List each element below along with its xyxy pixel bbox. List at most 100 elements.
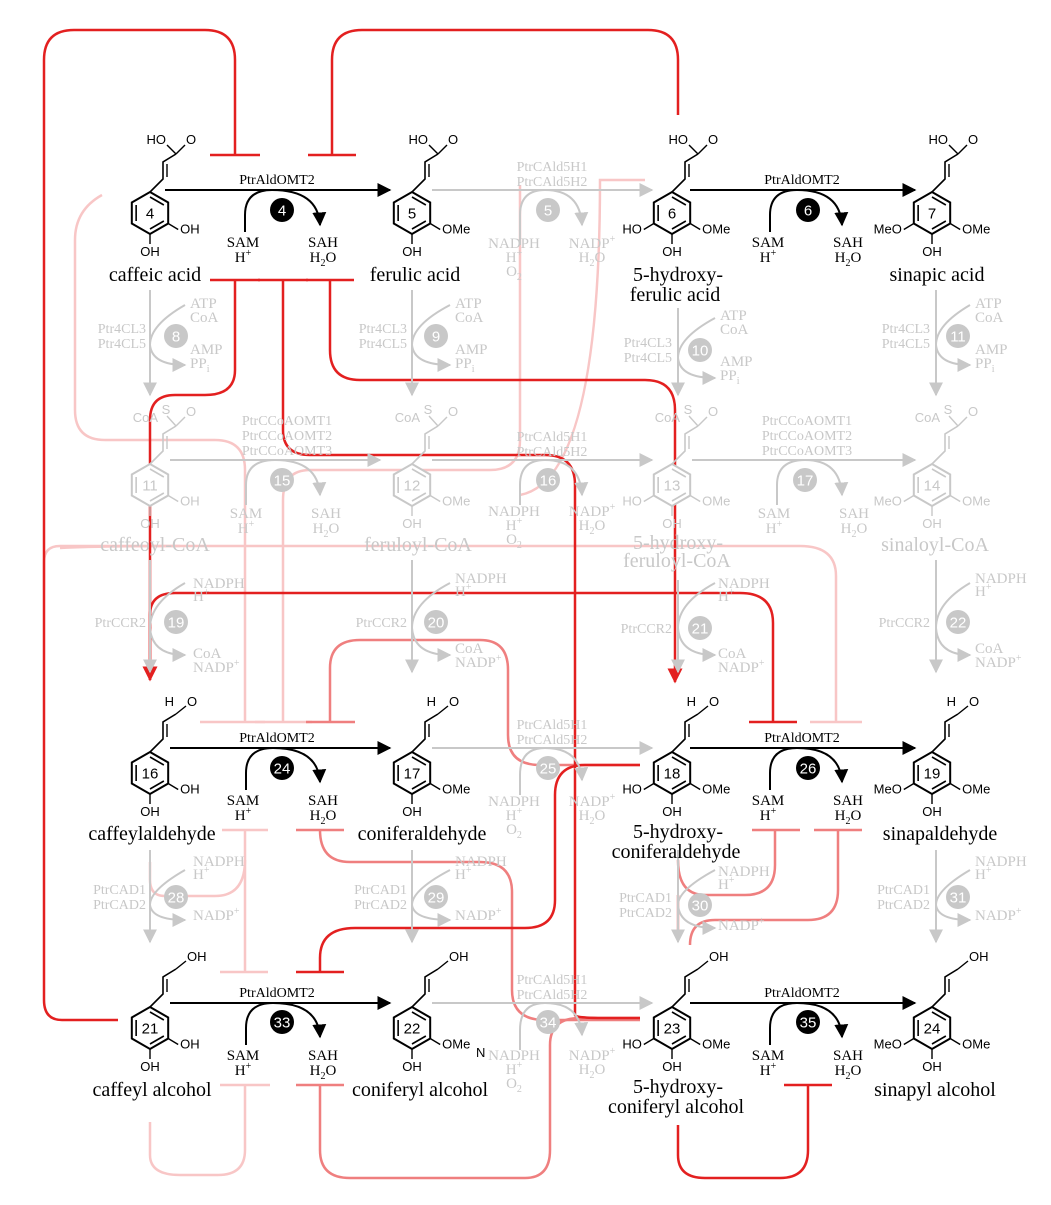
enzyme-label: PtrCAld5H1: [517, 430, 588, 445]
cofactor-text: NADPH: [488, 1048, 540, 1064]
svg-text:O: O: [186, 404, 196, 419]
enzyme-label: PtrCAld5H2: [517, 988, 588, 1003]
cofactor-text: NADP+: [569, 792, 616, 810]
cofactor-text: H+: [455, 865, 472, 883]
svg-text:MeO: MeO: [874, 782, 902, 797]
enzyme-label: PtrCCoAOMT1: [242, 414, 332, 429]
svg-text:OH: OH: [180, 1037, 200, 1052]
cofactor-text: SAH: [308, 235, 338, 251]
enzyme-label: Ptr4CL3: [98, 322, 146, 337]
svg-text:CoA: CoA: [395, 410, 421, 425]
enzyme-label: Ptr4CL3: [624, 336, 672, 351]
cofactor-text: SAM: [227, 1048, 260, 1064]
svg-text:MeO: MeO: [874, 222, 902, 237]
cofactor-text: ATP: [455, 296, 482, 312]
svg-text:25: 25: [540, 761, 557, 778]
cofactor-text: SAH: [833, 235, 863, 251]
cofactor-text: H+: [718, 875, 735, 893]
cofactor-labels: SAMH+SAHH2OSAMH+SAHH2OSAMH+SAHH2OSAMH+SA…: [190, 234, 1027, 1095]
cofactor-text: NADP+: [455, 653, 502, 671]
cofactor-text: PPi: [975, 356, 995, 375]
compound-name-17: coniferaldehyde: [358, 823, 487, 845]
svg-text:21: 21: [692, 621, 709, 638]
svg-text:O: O: [708, 132, 718, 147]
svg-text:MeO: MeO: [874, 1037, 902, 1052]
svg-text:OH: OH: [180, 782, 200, 797]
svg-text:OMe: OMe: [442, 222, 470, 237]
enzyme-label: PtrCAld5H1: [517, 718, 588, 733]
cofactor-text: SAH: [833, 1048, 863, 1064]
compound-name-6b: ferulic acid: [630, 284, 721, 306]
enzyme-label: Ptr4CL5: [98, 337, 146, 352]
cofactor-text: H2O: [579, 518, 606, 537]
svg-text:26: 26: [800, 761, 817, 778]
cofactor-text: CoA: [718, 646, 747, 662]
svg-text:15: 15: [274, 473, 291, 490]
compound-name-13a: 5-hydroxy-: [633, 532, 723, 554]
enzyme-label: PtrCCoAOMT3: [242, 444, 332, 459]
compound-number: 11: [142, 478, 158, 495]
svg-text:22: 22: [950, 615, 967, 632]
svg-text:OH: OH: [402, 516, 422, 531]
cofactor-text: H+: [760, 1061, 777, 1079]
svg-text:OMe: OMe: [702, 782, 730, 797]
enzyme-label: PtrCAld5H2: [517, 733, 588, 748]
cofactor-text: H+: [766, 519, 783, 537]
svg-text:O: O: [968, 132, 978, 147]
cofactor-text: O2: [506, 532, 522, 551]
enzyme-label: PtrCAD1: [619, 891, 672, 906]
compound-name-19: sinapaldehyde: [883, 823, 998, 845]
cofactor-text: PPi: [190, 356, 210, 375]
enzyme-label: PtrCCoAOMT2: [762, 429, 852, 444]
enzyme-label: PtrAldOMT2: [239, 173, 314, 188]
enzyme-label: PtrCAD2: [93, 898, 146, 913]
cofactor-text: AMP: [190, 342, 223, 358]
enzyme-label: PtrCCoAOMT2: [242, 429, 332, 444]
cofactor-text: H+: [235, 806, 252, 824]
compound-name-18b: coniferaldehyde: [612, 841, 741, 863]
cofactor-text: NADPH: [975, 854, 1027, 870]
cofactor-text: SAM: [227, 793, 260, 809]
cofactor-text: H+: [506, 806, 523, 824]
compound-name-4: caffeic acid: [109, 264, 201, 286]
svg-text:OH: OH: [449, 949, 469, 964]
cofactor-text: NADPH: [455, 854, 507, 870]
cofactor-text: SAM: [752, 793, 785, 809]
cofactor-text: H2O: [579, 250, 606, 269]
cofactor-text: NADP+: [975, 653, 1022, 671]
cofactor-text: CoA: [720, 322, 749, 338]
compound-name-18a: 5-hydroxy-: [633, 821, 723, 843]
cofactor-text: H+: [506, 248, 523, 266]
svg-text:H: H: [165, 694, 174, 709]
enzyme-label: Ptr4CL3: [359, 322, 407, 337]
enzyme-label: PtrCCR2: [621, 622, 672, 637]
cofactor-text: NADPH: [488, 504, 540, 520]
svg-text:OH: OH: [922, 244, 942, 259]
svg-text:OH: OH: [402, 1059, 422, 1074]
compound-name-6a: 5-hydroxy-: [633, 264, 723, 286]
cofactor-text: H2O: [313, 521, 340, 540]
inactive-reactions: [143, 183, 972, 1050]
compound-names: caffeic acid ferulic acid 5-hydroxy- fer…: [88, 264, 997, 1118]
svg-text:O: O: [187, 694, 197, 709]
compound-name-23a: 5-hydroxy-: [633, 1076, 723, 1098]
cofactor-text: CoA: [975, 310, 1004, 326]
cofactor-text: H+: [975, 865, 992, 883]
svg-text:HO: HO: [622, 222, 642, 237]
svg-text:OH: OH: [969, 949, 989, 964]
cofactor-text: ATP: [975, 296, 1002, 312]
cofactor-text: SAH: [833, 793, 863, 809]
cofactor-text: H2O: [310, 808, 337, 827]
